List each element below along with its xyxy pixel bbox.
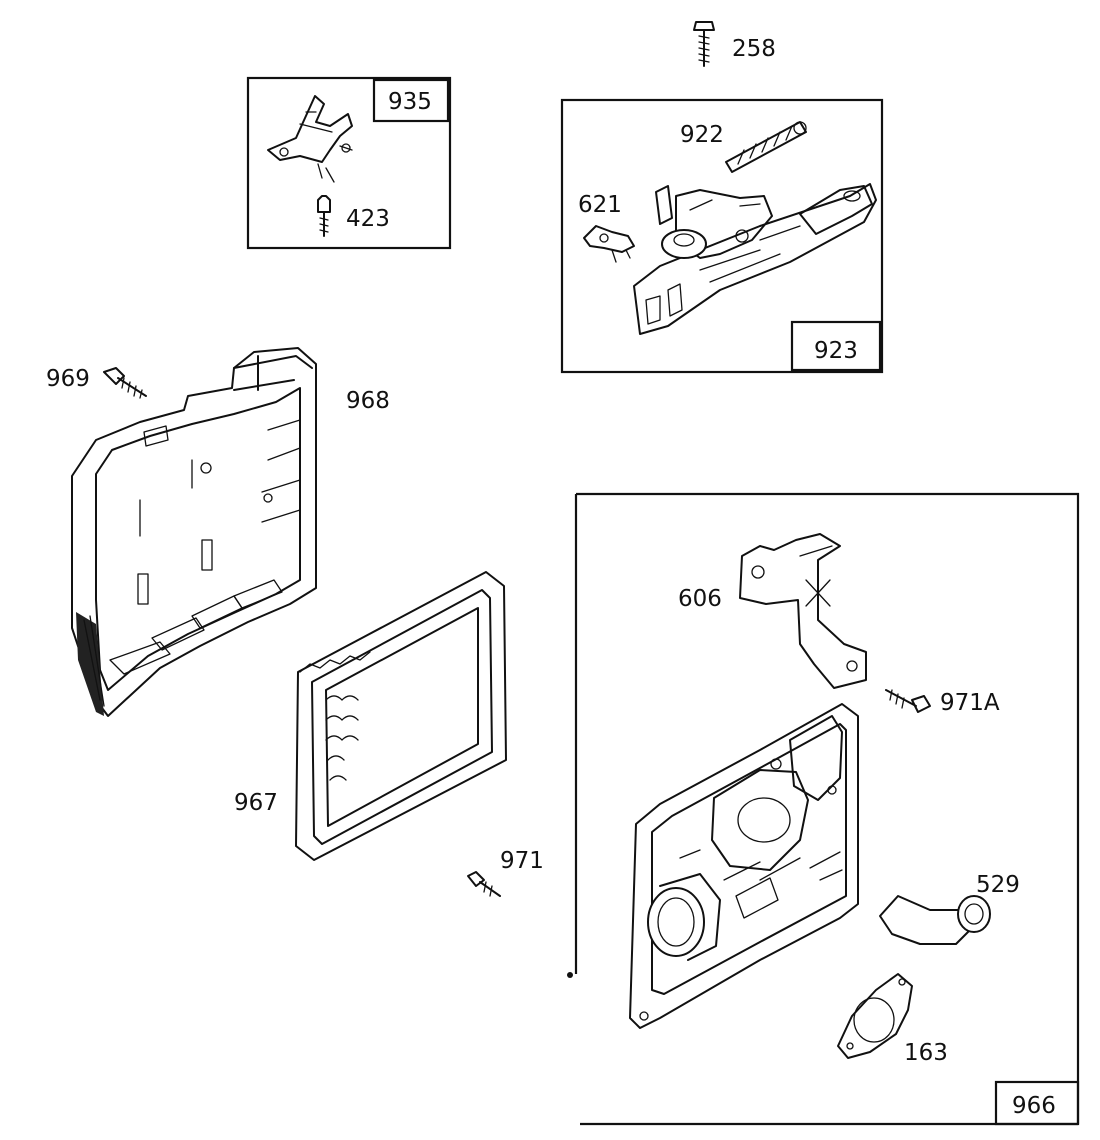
callout-258: 258 — [732, 36, 776, 62]
bracket-606-part — [739, 533, 867, 689]
callout-971: 971 — [500, 848, 544, 874]
air-cleaner-housing-968-part — [71, 347, 317, 717]
callout-621: 621 — [578, 192, 622, 218]
callout-163: 163 — [904, 1040, 948, 1066]
kit-box-966: 966 — [567, 492, 1080, 1126]
kit-label-box-923 — [790, 320, 882, 372]
screw-969-part — [103, 367, 147, 399]
filter-pleats — [325, 695, 359, 781]
callout-971A: 971A — [940, 690, 1000, 716]
screw-971-part — [467, 871, 501, 897]
bracket-621-part — [583, 225, 635, 263]
governor-control-plate-part — [633, 183, 877, 335]
callout-969: 969 — [46, 366, 90, 392]
kit-label-box-966 — [994, 1080, 1080, 1126]
screw-258-part — [693, 21, 715, 67]
spring-922-part — [725, 121, 807, 173]
kit-box-923: 923 — [560, 98, 884, 374]
kit-label-923: 923 — [814, 338, 858, 364]
air-filter-967-part — [295, 571, 507, 861]
kit-label-935: 935 — [388, 89, 432, 115]
kit-box-935: 935 — [246, 76, 452, 250]
breather-tube-529-part — [879, 895, 991, 945]
callout-922: 922 — [680, 122, 724, 148]
screw-423-part — [317, 195, 331, 237]
callout-606: 606 — [678, 586, 722, 612]
callout-423: 423 — [346, 206, 390, 232]
governor-linkage-part — [267, 95, 353, 183]
callout-967: 967 — [234, 790, 278, 816]
screw-971A-part — [885, 689, 931, 713]
gasket-163-part — [837, 973, 913, 1059]
kit-label-966: 966 — [1012, 1093, 1056, 1119]
callout-968: 968 — [346, 388, 390, 414]
kit-label-box-935 — [372, 78, 450, 123]
callout-529: 529 — [976, 872, 1020, 898]
air-cleaner-base-part — [629, 703, 859, 1029]
